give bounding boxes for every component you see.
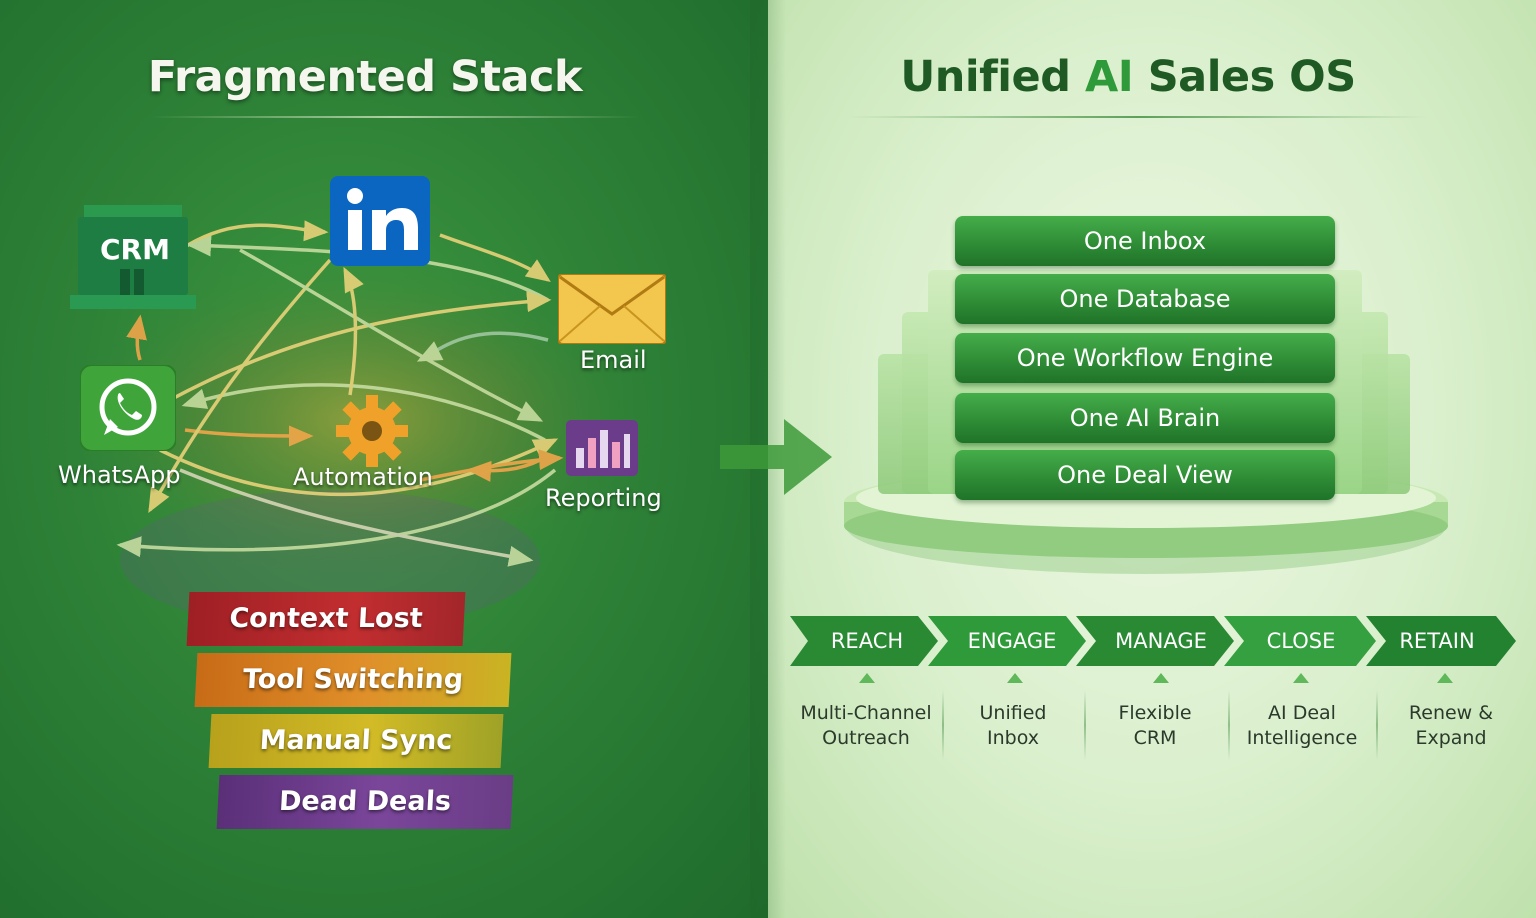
- stage-manage-desc-line2: CRM: [1133, 727, 1177, 749]
- reporting-chart-icon: [566, 420, 638, 476]
- title-part-2: Sales OS: [1133, 52, 1356, 102]
- stage-caret: [1437, 673, 1453, 683]
- stage-close-desc-line2: Intelligence: [1246, 727, 1358, 749]
- problem-tag-manual-sync: Manual Sync: [208, 714, 504, 768]
- layer-one-deal-view: One Deal View: [955, 450, 1335, 500]
- stage-retain-description: Renew & Expand: [1381, 701, 1521, 751]
- automation-gear-icon: [333, 392, 411, 470]
- stage-engage: ENGAGE: [967, 629, 1057, 653]
- layer-one-workflow-engine: One Workflow Engine: [955, 333, 1335, 383]
- stage-separator: [1084, 690, 1086, 760]
- email-envelope-icon: [557, 273, 667, 345]
- crm-building-icon: CRM: [70, 205, 196, 311]
- stage-manage: MANAGE: [1115, 629, 1207, 653]
- stage-separator: [1228, 690, 1230, 760]
- layer-one-inbox: One Inbox: [955, 216, 1335, 266]
- transition-arrow-icon: [720, 415, 836, 499]
- stage-retain-desc-line2: Expand: [1415, 727, 1487, 749]
- stage-engage-desc-line2: Inbox: [987, 727, 1039, 749]
- problem-tag-dead-deals: Dead Deals: [216, 775, 514, 829]
- whatsapp-icon: [79, 364, 177, 452]
- title-underline-right: [848, 116, 1428, 118]
- stage-close-description: AI Deal Intelligence: [1232, 701, 1372, 751]
- problem-tag-context-lost: Context Lost: [186, 592, 466, 646]
- layer-one-database: One Database: [955, 274, 1335, 324]
- title-accent: AI: [1084, 52, 1134, 102]
- stage-caret: [1153, 673, 1169, 683]
- problem-tag-tool-switching: Tool Switching: [194, 653, 512, 707]
- stage-caret: [1293, 673, 1309, 683]
- email-label: Email: [580, 346, 647, 374]
- stage-reach-desc-line1: Multi-Channel: [800, 702, 932, 724]
- stage-reach: REACH: [830, 629, 904, 653]
- stage-engage-desc-line1: Unified: [979, 702, 1047, 724]
- stage-separator: [1376, 690, 1378, 760]
- stage-engage-description: Unified Inbox: [943, 701, 1083, 751]
- stage-caret: [859, 673, 875, 683]
- stage-reach-description: Multi-Channel Outreach: [796, 701, 936, 751]
- stage-close-desc-line1: AI Deal: [1268, 702, 1336, 724]
- title-part-1: Unified: [900, 52, 1085, 102]
- stage-close: CLOSE: [1266, 629, 1336, 653]
- stage-caret: [1007, 673, 1023, 683]
- stage-retain-desc-line1: Renew &: [1408, 702, 1494, 724]
- automation-label: Automation: [293, 463, 433, 491]
- whatsapp-label: WhatsApp: [58, 461, 181, 489]
- stage-manage-description: Flexible CRM: [1085, 701, 1225, 751]
- linkedin-icon: [330, 176, 430, 266]
- stage-chevrons: [790, 616, 1516, 666]
- reporting-label: Reporting: [545, 484, 662, 512]
- unified-os-title: Unified AI Sales OS: [768, 52, 1488, 102]
- stage-reach-desc-line2: Outreach: [822, 727, 910, 749]
- layer-one-ai-brain: One AI Brain: [955, 393, 1335, 443]
- stage-manage-desc-line1: Flexible: [1118, 702, 1192, 724]
- fragmented-stack-title: Fragmented Stack: [147, 52, 583, 102]
- stage-separator: [942, 690, 944, 760]
- stage-retain: RETAIN: [1399, 629, 1475, 653]
- title-underline-left: [150, 116, 640, 118]
- crm-label: CRM: [100, 233, 170, 266]
